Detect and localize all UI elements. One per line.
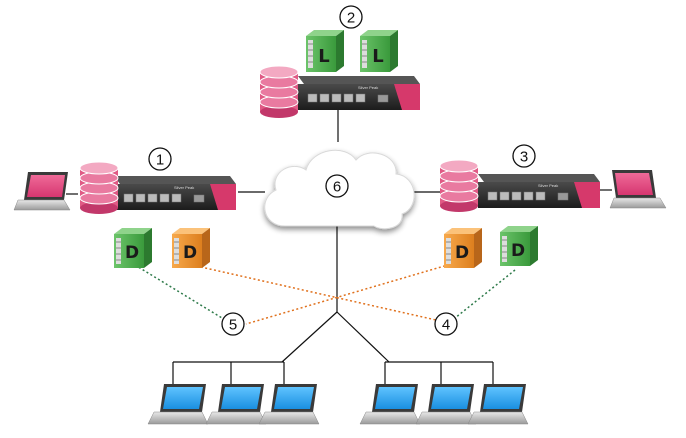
server-d-green-icon: D	[500, 226, 538, 266]
marker-5-label: 5	[229, 317, 237, 334]
laptop-blue-icon	[467, 384, 529, 425]
link-hub-left-branch	[281, 311, 338, 363]
marker-1-label: 1	[156, 152, 164, 169]
marker-4: 4	[434, 312, 458, 336]
laptop-blue-icon	[258, 384, 320, 425]
link-green-right-to-4	[454, 269, 516, 319]
marker-4-label: 4	[442, 317, 450, 334]
laptop-pink-icon	[13, 172, 71, 211]
laptop-blue-icon	[415, 384, 477, 425]
laptop-pink-icon	[609, 170, 667, 209]
server-label: L	[318, 46, 329, 67]
appliance-brand: Silver Peak	[358, 85, 378, 90]
database-icon	[439, 159, 479, 212]
database-icon	[79, 161, 119, 214]
marker-2-label: 2	[347, 10, 355, 27]
marker-3: 3	[512, 144, 536, 168]
server-d-orange-icon: D	[444, 228, 482, 268]
server-l-icon: L	[360, 30, 398, 72]
link-orange-left-to-4	[191, 264, 437, 321]
server-label: L	[372, 46, 383, 67]
server-d-green-icon: D	[114, 228, 152, 268]
server-d-orange-icon: D	[172, 228, 210, 268]
appliance-top: Silver Peak	[298, 76, 420, 110]
marker-2: 2	[339, 5, 363, 29]
marker-1: 1	[148, 147, 172, 171]
server-label: D	[511, 241, 525, 261]
database-icon	[259, 65, 299, 118]
link-hub-right-branch	[336, 311, 390, 363]
marker-3-label: 3	[520, 149, 528, 166]
marker-6: 6	[325, 174, 349, 198]
link-green-left-to-5	[134, 264, 223, 319]
appliance-brand: Silver Peak	[174, 185, 194, 190]
laptop-blue-icon	[359, 384, 421, 425]
server-label: D	[183, 243, 197, 263]
server-label: D	[455, 243, 469, 263]
server-l-icon: L	[306, 30, 344, 72]
appliance-right: Silver Peak	[478, 174, 600, 208]
dotted-links	[134, 261, 516, 325]
laptop-blue-icon	[205, 384, 267, 425]
link-orange-right-to-5	[245, 261, 459, 325]
marker-5: 5	[221, 312, 245, 336]
appliance-brand: Silver Peak	[538, 183, 558, 188]
appliance-left: Silver Peak	[114, 176, 236, 210]
links	[66, 110, 612, 386]
laptop-blue-icon	[147, 384, 209, 425]
marker-6-label: 6	[333, 179, 341, 196]
server-label: D	[125, 243, 139, 263]
